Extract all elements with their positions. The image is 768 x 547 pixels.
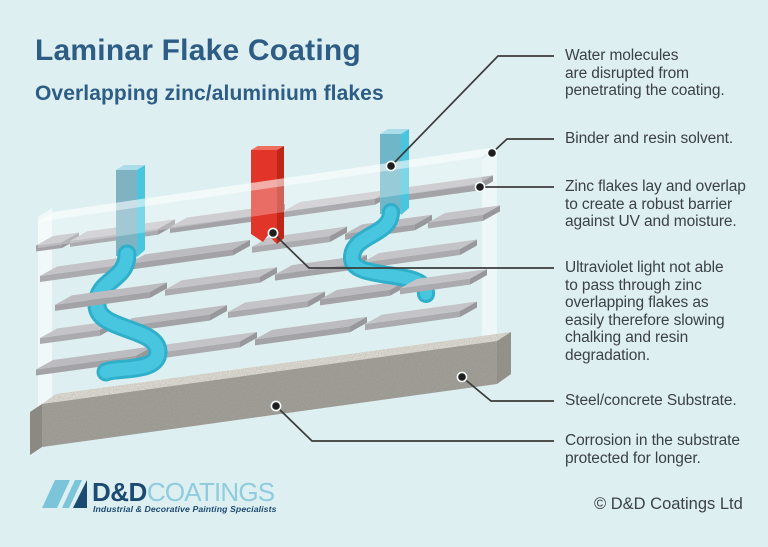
callout-line-uv: [272, 232, 554, 269]
annotation-corrosion: Corrosion in the substrate protected for…: [565, 432, 740, 467]
water-ribbon-top-face: [116, 165, 145, 170]
logo-dd-text: D&D: [92, 477, 147, 507]
coating-top-surface: [38, 147, 497, 248]
zinc-flake: [400, 269, 487, 295]
uv-ribbon: [251, 146, 284, 244]
callout-dot-corrosion: [270, 400, 282, 412]
coating-left-face: [38, 208, 52, 412]
zinc-flake: [362, 239, 477, 269]
callout-dots: [267, 147, 498, 412]
zinc-flakes-front: [55, 269, 487, 311]
callout-dot-water: [385, 160, 397, 172]
substrate-right-face: [497, 332, 511, 384]
uv-ribbon-top-face: [251, 146, 284, 150]
callout-line-water: [390, 55, 554, 167]
callout-dot-zinc: [474, 181, 486, 193]
water-ribbon-face: [380, 134, 401, 214]
dd-coatings-logo-icon: [42, 480, 87, 508]
callout-line-substrate: [461, 376, 554, 402]
water-ribbon-face: [116, 170, 137, 256]
callout-dot-uv: [267, 227, 279, 239]
zinc-flake: [428, 205, 500, 229]
logo-tagline: Industrial & Decorative Painting Special…: [93, 504, 277, 514]
uv-ribbon-edge: [277, 146, 284, 244]
zinc-flake: [255, 316, 367, 346]
zinc-flake: [36, 232, 79, 252]
substrate-top-face: [42, 332, 511, 404]
callout-dot-substrate: [456, 371, 468, 383]
copyright-notice: © D&D Coatings Ltd: [594, 495, 743, 513]
callout-dot-binder: [486, 147, 498, 159]
substrate-front-face: [42, 341, 497, 447]
callout-line-corrosion: [275, 405, 554, 442]
water-ribbon-curve: [90, 247, 165, 379]
coating-top-film: [38, 147, 497, 222]
callout-lines: [272, 55, 554, 442]
zinc-flake: [365, 301, 477, 331]
annotation-zinc-flakes: Zinc flakes lay and overlap to create a …: [565, 178, 746, 230]
water-ribbon-left: [87, 165, 168, 382]
logo-wordmark: D&D COATINGS: [92, 477, 275, 508]
water-ribbon-edge: [137, 165, 145, 257]
substrate-left-face: [30, 404, 42, 455]
page-subtitle: Overlapping zinc/aluminium flakes: [35, 82, 384, 105]
page-title: Laminar Flake Coating: [35, 34, 361, 67]
coating-block: [38, 149, 497, 412]
water-ribbon-top-face: [380, 129, 409, 134]
callout-line-binder: [491, 138, 554, 154]
zinc-flake: [165, 267, 277, 296]
coating-right-face: [482, 149, 497, 345]
dd-coatings-logo: D&D COATINGS Industrial & Decorative Pai…: [42, 477, 302, 521]
zinc-flake: [228, 291, 325, 319]
annotation-binder: Binder and resin solvent.: [565, 130, 734, 147]
logo-coatings-text: COATINGS: [146, 477, 275, 507]
uv-ribbon-face: [251, 150, 277, 244]
water-ribbon-curve: [345, 206, 432, 300]
zinc-flake: [150, 331, 257, 360]
annotation-ultraviolet: Ultraviolet light not able to pass throu…: [565, 259, 725, 364]
annotation-substrate: Steel/concrete Substrate.: [565, 392, 737, 409]
water-ribbon-right: [342, 129, 435, 303]
zinc-flake: [55, 282, 167, 311]
binder-resin-layer: [38, 157, 482, 248]
zinc-flake: [128, 239, 250, 270]
substrate-slab: [30, 332, 511, 455]
annotation-water: Water molecules are disrupted from penet…: [565, 47, 725, 99]
